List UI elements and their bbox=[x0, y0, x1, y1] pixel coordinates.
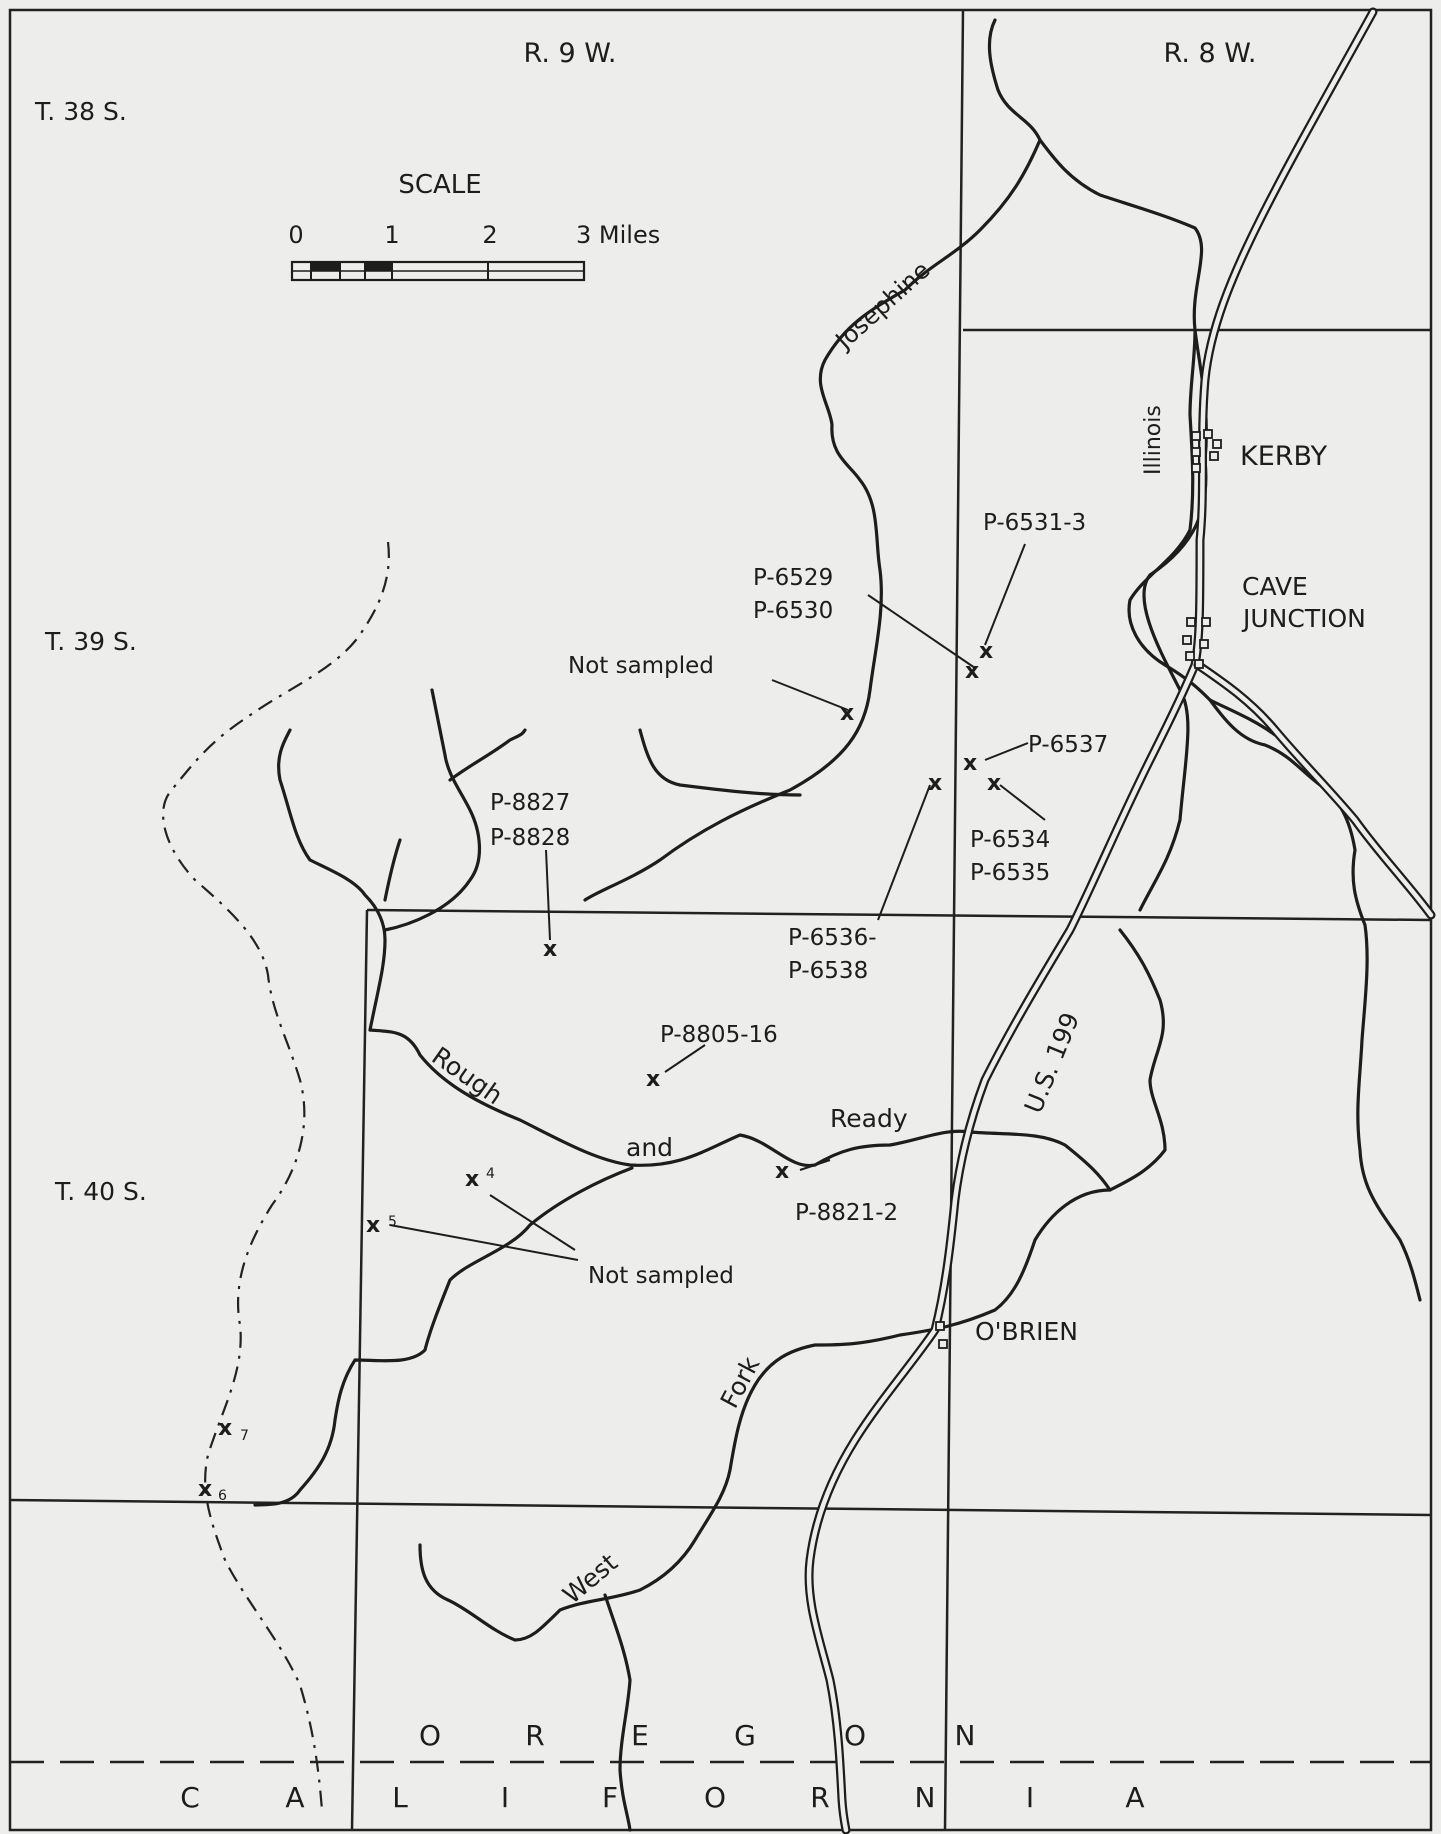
sample-label-p8827: P-8827 bbox=[490, 790, 570, 816]
state-letter: A bbox=[1125, 1781, 1144, 1814]
town-label-obrien: O'BRIEN bbox=[975, 1317, 1078, 1346]
sample-mark[interactable]: x bbox=[979, 639, 993, 664]
state-letter: C bbox=[180, 1781, 200, 1814]
sample-label-p8805: P-8805-16 bbox=[660, 1022, 778, 1048]
sample-mark[interactable]: x bbox=[218, 1416, 232, 1441]
sample-mark[interactable]: x bbox=[965, 659, 979, 684]
town-label-junction: JUNCTION bbox=[1241, 604, 1366, 633]
town-building-marks bbox=[935, 429, 1222, 1349]
sample-label-p6534: P-6534 bbox=[970, 827, 1050, 853]
state-label-oregon: O R E G O N bbox=[419, 1719, 976, 1752]
range-label-r9w: R. 9 W. bbox=[524, 38, 617, 69]
west-fork-illinois-lower bbox=[418, 1188, 1112, 1642]
state-letter: O bbox=[419, 1719, 441, 1752]
sample-label-p6529: P-6529 bbox=[753, 565, 833, 591]
rough-ready-headwater bbox=[277, 728, 387, 1032]
state-letter: I bbox=[501, 1781, 509, 1814]
range-label-r8w: R. 8 W. bbox=[1164, 38, 1257, 69]
sample-leader-lines bbox=[389, 543, 1046, 1261]
sample-marks: x x x x x x x x x x x x x bbox=[198, 639, 1001, 1502]
scale-tick-2: 2 bbox=[482, 221, 497, 249]
west-fork-illinois-river bbox=[253, 1166, 634, 1507]
scale-tick-3-miles: 3 Miles bbox=[576, 221, 660, 249]
river-label-josephine: Josephine bbox=[829, 256, 936, 356]
rough-and-ready-creek bbox=[368, 928, 1167, 1192]
sample-mark[interactable]: x bbox=[366, 1213, 380, 1238]
josephine-tributary bbox=[638, 728, 802, 797]
scale-tick-1: 1 bbox=[384, 221, 399, 249]
state-letter: A bbox=[285, 1781, 304, 1814]
sample-label-not-sampled-upper: Not sampled bbox=[568, 653, 714, 679]
illinois-river bbox=[1127, 328, 1422, 1302]
sample-mark[interactable]: x bbox=[543, 937, 557, 962]
township-label-t38s: T. 38 S. bbox=[34, 97, 127, 126]
sample-mark[interactable]: x bbox=[987, 771, 1001, 796]
sample-mark-numbers: 4 5 7 6 bbox=[218, 1166, 495, 1504]
state-letter: I bbox=[1026, 1781, 1034, 1814]
county-boundary bbox=[162, 541, 390, 1811]
rough-ready-tributary-c bbox=[383, 838, 402, 902]
sample-label-p6536: P-6536- bbox=[788, 925, 877, 951]
sample-mark[interactable]: x bbox=[928, 771, 942, 796]
josephine-creek bbox=[987, 18, 1208, 912]
highway-us-199[interactable] bbox=[804, 7, 1436, 1834]
state-letter: O bbox=[844, 1719, 866, 1752]
state-letter: F bbox=[602, 1781, 618, 1814]
state-letter: O bbox=[704, 1781, 726, 1814]
river-label-and: and bbox=[626, 1133, 673, 1162]
state-letter: L bbox=[392, 1781, 408, 1814]
scale-bar bbox=[290, 260, 586, 282]
range-line-r9-r8 bbox=[943, 9, 965, 1831]
sample-label-p6531: P-6531-3 bbox=[983, 510, 1086, 536]
section-line-west bbox=[350, 909, 369, 1831]
sample-label-p6538: P-6538 bbox=[788, 958, 868, 984]
township-line-40-41 bbox=[9, 1498, 1432, 1517]
sample-label-p8821: P-8821-2 bbox=[795, 1200, 898, 1226]
river-label-illinois: Illinois bbox=[1141, 405, 1166, 475]
state-letter: N bbox=[915, 1781, 936, 1814]
sample-label-not-sampled-lower: Not sampled bbox=[588, 1263, 734, 1289]
township-line-39-40 bbox=[366, 908, 1432, 922]
sample-number-7: 7 bbox=[240, 1428, 249, 1444]
town-label-kerby: KERBY bbox=[1240, 441, 1328, 472]
sample-mark[interactable]: x bbox=[775, 1159, 789, 1184]
state-letter: R bbox=[525, 1719, 544, 1752]
rough-ready-tributary-b bbox=[448, 728, 527, 782]
illinois-river-east bbox=[1208, 698, 1277, 737]
township-label-t39s: T. 39 S. bbox=[44, 627, 137, 656]
state-letter: E bbox=[631, 1719, 649, 1752]
state-letter: R bbox=[810, 1781, 829, 1814]
town-label-cave: CAVE bbox=[1242, 572, 1308, 601]
sample-mark[interactable]: x bbox=[840, 701, 854, 726]
sample-mark[interactable]: x bbox=[198, 1477, 212, 1502]
sample-label-p6535: P-6535 bbox=[970, 860, 1050, 886]
sample-mark[interactable]: x bbox=[963, 751, 977, 776]
township-label-t40s: T. 40 S. bbox=[54, 1177, 147, 1206]
highway-label: U.S. 199 bbox=[1019, 1008, 1085, 1117]
rough-ready-tributary-a bbox=[383, 688, 482, 932]
west-fork-south-branch bbox=[603, 1593, 632, 1832]
survey-grid bbox=[9, 9, 1432, 1831]
sample-label-p8828: P-8828 bbox=[490, 825, 570, 851]
sample-number-5: 5 bbox=[388, 1214, 397, 1230]
sample-mark[interactable]: x bbox=[465, 1167, 479, 1192]
map-frame bbox=[8, 8, 1433, 1832]
state-letter: N bbox=[955, 1719, 976, 1752]
scale-tick-0: 0 bbox=[288, 221, 303, 249]
sample-label-p6537: P-6537 bbox=[1028, 732, 1108, 758]
sample-mark[interactable]: x bbox=[646, 1067, 660, 1092]
river-network bbox=[253, 18, 1422, 1832]
scale-title: SCALE bbox=[398, 170, 481, 200]
sample-number-6: 6 bbox=[218, 1488, 227, 1504]
sample-label-p6530: P-6530 bbox=[753, 598, 833, 624]
state-label-california: C A L I F O R N I A bbox=[180, 1781, 1144, 1814]
state-letter: G bbox=[734, 1719, 756, 1752]
sample-number-4: 4 bbox=[486, 1166, 495, 1182]
josephine-creek-main bbox=[583, 138, 1042, 902]
river-label-ready: Ready bbox=[830, 1104, 908, 1133]
